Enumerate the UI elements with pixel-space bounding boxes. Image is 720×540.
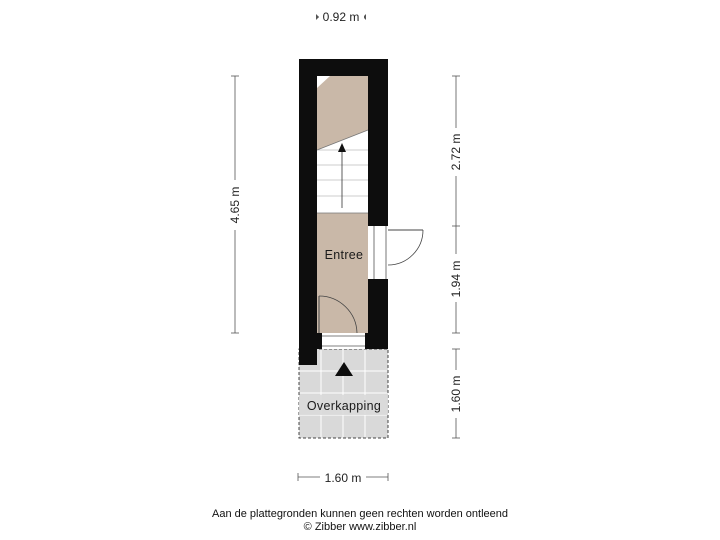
dimension-left-label: 4.65 m — [228, 187, 242, 224]
side-door — [372, 226, 424, 279]
dimension-bottom-label: 1.60 m — [325, 471, 362, 485]
dimension-right-middle-label: 1.94 m — [449, 261, 463, 298]
walls — [299, 59, 388, 365]
room-label-entree: Entree — [325, 248, 364, 262]
front-door — [318, 295, 365, 349]
copyright-text: © Zibber www.zibber.nl — [303, 521, 417, 533]
staircase — [316, 76, 369, 214]
dimension-right-upper-label: 2.72 m — [449, 134, 463, 171]
room-label-overkapping: Overkapping — [307, 399, 381, 413]
stair-direction-arrow-icon — [338, 143, 346, 152]
dimension-right-lower-label: 1.60 m — [449, 376, 463, 413]
disclaimer-text: Aan de plattegronden kunnen geen rechten… — [211, 508, 508, 520]
dimension-top-label: 0.92 m — [323, 10, 360, 24]
dimension-right: 2.72 m 1.94 m 1.60 m — [447, 75, 465, 439]
dimension-left: 4.65 m — [226, 75, 244, 334]
entrance-arrow-icon — [335, 362, 353, 376]
dimension-bottom: 1.60 m — [297, 469, 389, 485]
dimension-top: 0.92 m — [316, 9, 366, 25]
